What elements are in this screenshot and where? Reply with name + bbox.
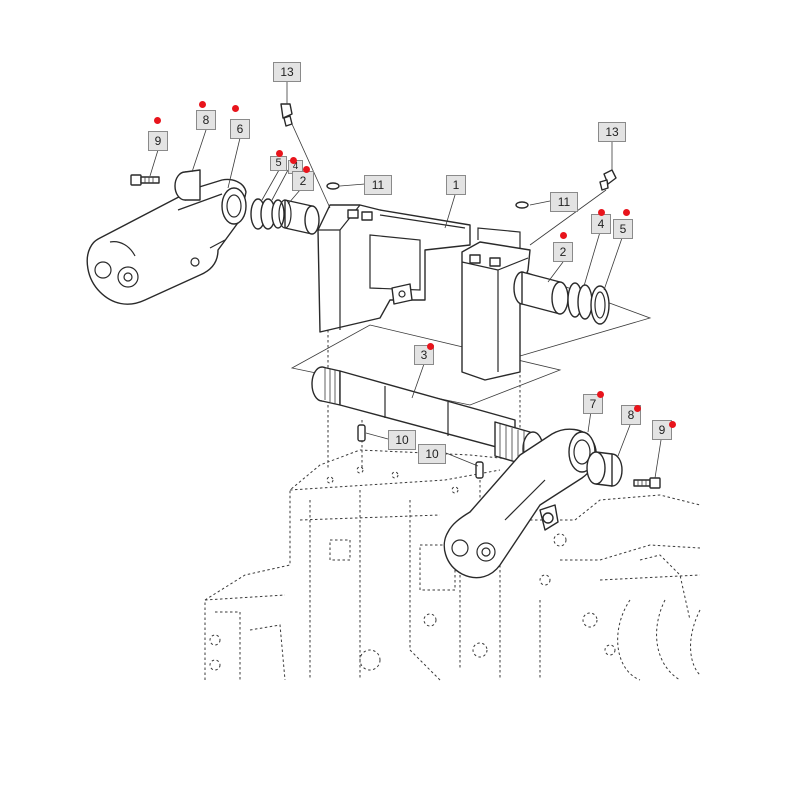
- left-bolt: [130, 174, 160, 186]
- marker-dot: [303, 166, 310, 173]
- marker-dot: [598, 209, 605, 216]
- callout-4-right: 4: [591, 214, 611, 234]
- callout-8-left: 8: [196, 110, 216, 130]
- left-lift-arm: [86, 178, 247, 305]
- callout-9-right: 9: [652, 420, 672, 440]
- marker-dot: [560, 232, 567, 239]
- marker-dot: [634, 405, 641, 412]
- callout-11-right: 11: [550, 192, 578, 212]
- callout-5-left: 5: [270, 156, 287, 171]
- left-spacer-washer: [174, 169, 201, 201]
- callout-5-right: 5: [613, 219, 633, 239]
- right-bolt: [633, 477, 661, 489]
- marker-dot: [276, 150, 283, 157]
- marker-dot: [290, 157, 297, 164]
- marker-dot: [623, 209, 630, 216]
- callout-1: 1: [446, 175, 466, 195]
- callout-11-left: 11: [364, 175, 392, 195]
- callout-2-left: 2: [292, 171, 314, 191]
- transmission-housing: [204, 449, 701, 681]
- callout-13-left: 13: [273, 62, 301, 82]
- callout-leaders: [149, 82, 662, 479]
- callout-13-right: 13: [598, 122, 626, 142]
- callout-2-right: 2: [553, 242, 573, 262]
- marker-dot: [427, 343, 434, 350]
- callout-10-lower: 10: [418, 444, 446, 464]
- washers: [326, 182, 529, 209]
- callout-9-left: 9: [148, 131, 168, 151]
- right-bushing-set: [513, 271, 610, 325]
- right-lift-arm: [443, 428, 597, 579]
- marker-dot: [597, 391, 604, 398]
- marker-dot: [154, 117, 161, 124]
- marker-dot: [199, 101, 206, 108]
- left-bushing-set: [250, 198, 320, 235]
- callout-7: 7: [583, 394, 603, 414]
- right-spacer-washer: [586, 451, 623, 487]
- marker-dot: [232, 105, 239, 112]
- callout-10-upper: 10: [388, 430, 416, 450]
- marker-dot: [669, 421, 676, 428]
- callout-6: 6: [230, 119, 250, 139]
- callout-3: 3: [414, 345, 434, 365]
